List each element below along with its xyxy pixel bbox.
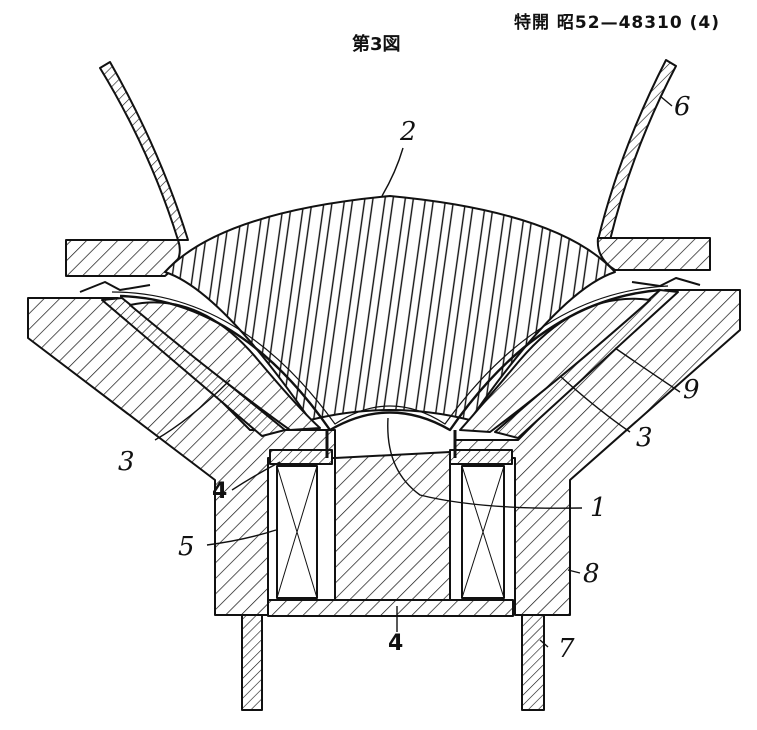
surround-right — [631, 277, 701, 287]
ref-3-left: 3 — [118, 447, 135, 477]
leader-8 — [567, 569, 581, 574]
leg-right — [521, 614, 545, 711]
leader-9 — [614, 347, 681, 393]
horn-left-wall — [99, 61, 189, 241]
cone-plate-right — [494, 289, 679, 439]
magnet-left-x — [276, 465, 318, 599]
bottom-plate — [267, 599, 514, 617]
top-plate-left — [269, 449, 333, 465]
magnet-right-x — [461, 465, 505, 599]
figure-label: 第3図 — [352, 34, 401, 55]
leader-4-top — [231, 461, 281, 491]
ref-1: 1 — [590, 493, 607, 523]
leader-7 — [539, 639, 549, 648]
pole-piece — [334, 451, 451, 601]
ref-5: 5 — [178, 532, 195, 562]
cone-plate-left — [101, 297, 286, 437]
chamber-left — [129, 301, 321, 431]
ref-6: 6 — [674, 92, 691, 122]
leader-5 — [206, 529, 277, 546]
leg-left — [241, 614, 263, 711]
ref-4-bottom: 4 — [388, 631, 403, 656]
ref-7: 7 — [558, 634, 575, 664]
clamp-plate-left — [65, 239, 181, 277]
ref-2: 2 — [399, 117, 417, 147]
leader-6 — [659, 95, 673, 107]
surround-left — [79, 281, 151, 293]
ref-8: 8 — [583, 559, 600, 589]
diaphragm — [119, 288, 661, 432]
leader-3-left — [154, 379, 231, 441]
diaphragm-inner — [111, 285, 669, 425]
ref-4-top: 4 — [212, 479, 227, 504]
top-plate-right — [449, 449, 513, 465]
patent-number: 特開 昭52—48310 (4) — [514, 13, 721, 33]
dome-body — [164, 195, 616, 421]
ref-9: 9 — [683, 375, 700, 405]
leader-2 — [381, 147, 404, 197]
ref-3-right: 3 — [636, 423, 653, 453]
horn-right-wall — [597, 59, 677, 241]
clamp-plate-right — [596, 237, 711, 271]
leader-3-right — [559, 375, 631, 433]
leader-1 — [387, 417, 583, 509]
